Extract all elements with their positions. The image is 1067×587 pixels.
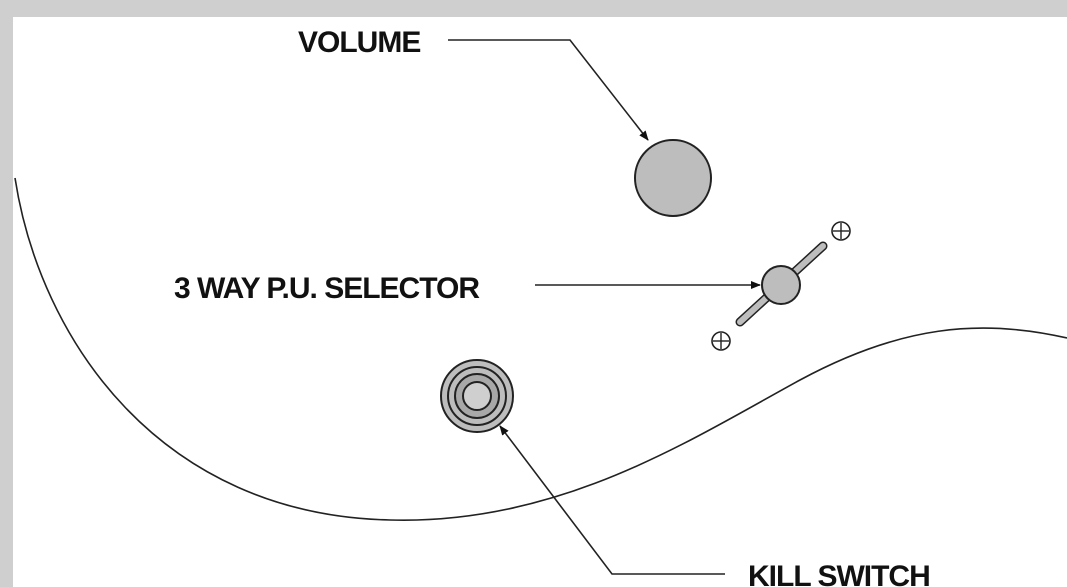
kill-switch-button [440, 359, 514, 433]
pickup-selector-switch [735, 241, 828, 327]
kill-switch-label: KILL SWITCH [748, 560, 930, 587]
selector-screw-top [831, 221, 851, 241]
guitar-body-outline [14, 177, 1067, 521]
diagram-panel [13, 17, 1067, 587]
volume-label: VOLUME [298, 26, 420, 59]
volume-leader-arrow [448, 39, 649, 141]
selector-screw-bottom [711, 331, 731, 351]
selector-label: 3 WAY P.U. SELECTOR [174, 272, 480, 305]
kill-switch-leader-arrow [499, 425, 725, 575]
volume-knob [634, 139, 712, 217]
